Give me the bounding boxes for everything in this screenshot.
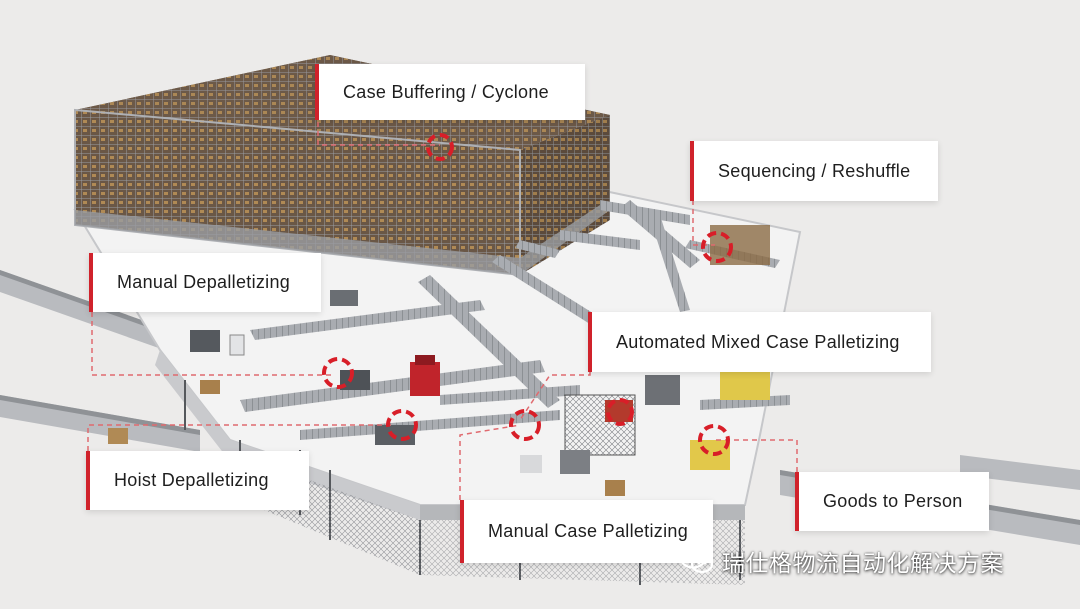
callout-goods-to-person: Goods to Person (795, 472, 989, 531)
hotspot-manual-case-palletizing (509, 409, 541, 441)
callout-sequencing-label: Sequencing / Reshuffle (718, 160, 911, 181)
callout-hoist-depalletizing-label: Hoist Depalletizing (114, 470, 269, 490)
hotspot-manual-depalletizing (322, 357, 354, 389)
callout-hoist-depalletizing: Hoist Depalletizing (86, 451, 309, 510)
callout-manual-case-palletizing: Manual Case Palletizing (460, 500, 713, 563)
callout-manual-depalletizing-label: Manual Depalletizing (117, 272, 291, 292)
hotspot-mixed-case-palletizing (606, 398, 634, 426)
callout-manual-case-palletizing-label: Manual Case Palletizing (488, 521, 689, 541)
asrs-rack-building (74, 55, 610, 277)
callout-automated-mixed-case-palletizing: Automated Mixed Case Palletizing (588, 312, 931, 372)
callout-leader-lines (87, 122, 798, 500)
callout-case-buffering-label: Case Buffering / Cyclone (343, 81, 549, 102)
callout-automated-mixed-case-palletizing-label: Automated Mixed Case Palletizing (616, 331, 900, 352)
callout-manual-depalletizing: Manual Depalletizing (89, 253, 321, 312)
hotspot-case-buffering (426, 133, 454, 161)
bridge-conveyor-left (0, 270, 200, 452)
hotspot-markers (322, 133, 733, 456)
hotspot-hoist-depalletizing (386, 409, 418, 441)
callout-goods-to-person-label: Goods to Person (823, 491, 963, 511)
callout-sequencing: Sequencing / Reshuffle (690, 141, 938, 201)
hotspot-sequencing (701, 231, 733, 263)
watermark-text: 瑞仕格物流自动化解决方案 (722, 551, 1004, 577)
callout-case-buffering: Case Buffering / Cyclone (315, 64, 585, 120)
hotspot-goods-to-person (698, 424, 730, 456)
watermark: 瑞仕格物流自动化解决方案 (680, 546, 1004, 577)
wechat-icon (680, 547, 714, 574)
